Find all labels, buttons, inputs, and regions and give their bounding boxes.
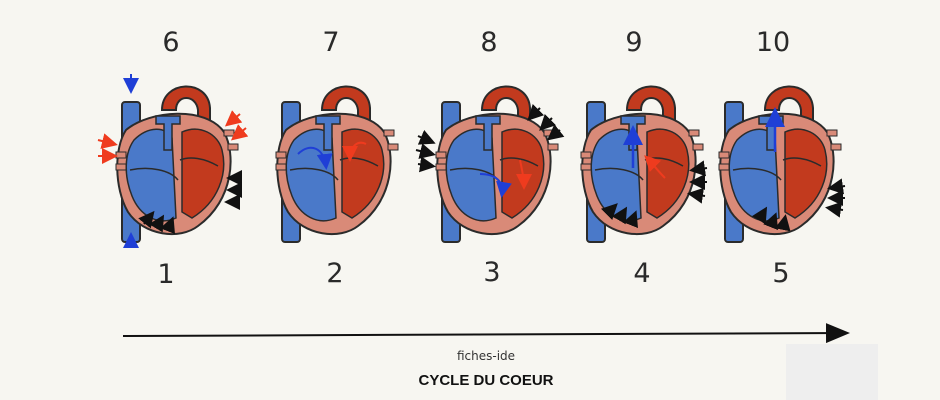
- black-arrow-right-3: [825, 201, 844, 218]
- heart-stage-5: [718, 85, 846, 243]
- heart-stage-2: [275, 85, 399, 243]
- stage-label-8: 8: [480, 27, 497, 58]
- black-arrow-bottom-3: [160, 216, 175, 235]
- credit-text: fiches-ide: [457, 349, 515, 363]
- black-arrow-right-3: [687, 187, 706, 204]
- heart-stage-4: [580, 85, 708, 243]
- black-arrow-bottom-2: [763, 212, 778, 231]
- black-arrow-right-1: [689, 160, 708, 177]
- stage-label-6: 6: [162, 27, 179, 58]
- diagram-title: CYCLE DU COEUR: [418, 372, 553, 389]
- red-flow-arrow: [342, 141, 367, 162]
- black-arrow-right-1: [827, 178, 846, 195]
- black-arrow-left-3: [417, 156, 436, 173]
- timeline-arrow: [122, 323, 850, 344]
- black-arrow-bottom-1: [751, 206, 768, 225]
- heart-stage-1: [97, 74, 249, 248]
- stage-label-7: 7: [322, 27, 339, 58]
- red-flow-arrow: [515, 159, 532, 190]
- stage-label-4: 4: [633, 258, 650, 289]
- background-patch: [786, 344, 878, 400]
- stage-label-9: 9: [625, 27, 642, 58]
- heart-stage-3: [415, 85, 565, 243]
- stage-label-5: 5: [772, 258, 789, 289]
- blue-flow-arrow: [297, 146, 333, 170]
- red-flow-arrow: [644, 155, 666, 179]
- stage-label-10: 10: [756, 27, 790, 58]
- stage-label-2: 2: [326, 258, 343, 289]
- black-arrow-bottom-3: [774, 214, 791, 232]
- red-arrow-in-left-1: [97, 133, 118, 149]
- stage-label-1: 1: [157, 259, 174, 290]
- black-arrow-top-right-3: [546, 124, 565, 141]
- black-arrow-top-right-2: [539, 113, 557, 131]
- red-arrow-in-right-2: [230, 124, 249, 141]
- black-arrow-left-2: [415, 143, 436, 159]
- blue-flow-arrow: [479, 173, 512, 198]
- black-arrow-left-1: [417, 129, 436, 145]
- black-arrow-top-right-1: [527, 103, 545, 121]
- stage-label-3: 3: [483, 257, 500, 288]
- red-arrow-in-right-1: [224, 110, 243, 127]
- black-arrow-bottom-3: [623, 210, 638, 229]
